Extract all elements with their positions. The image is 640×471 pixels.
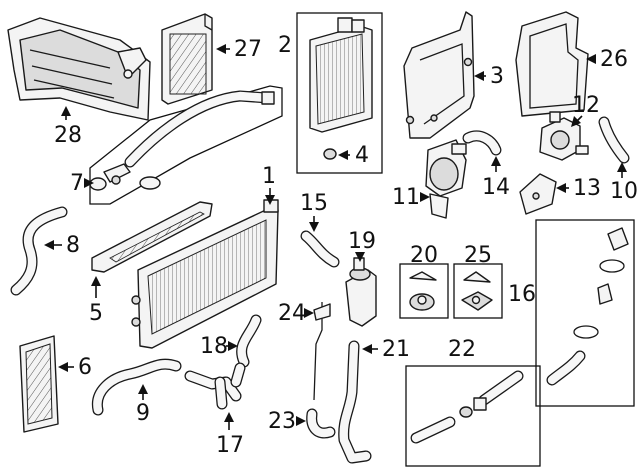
expansion-tank-part[interactable] (345, 257, 377, 327)
callout-28: 28 (54, 123, 82, 148)
callout-26: 26 (600, 47, 628, 72)
water-pump-part[interactable] (425, 139, 467, 219)
callout-19: 19 (348, 229, 376, 254)
reservoir-hose-part[interactable] (300, 230, 340, 268)
callout-23: 23 (268, 409, 296, 434)
small-pipe-part[interactable] (306, 408, 336, 439)
callout-24: 24 (278, 301, 306, 326)
callout-18: 18 (200, 334, 228, 359)
air-guide-part[interactable] (161, 13, 213, 105)
radiator-part[interactable] (131, 199, 279, 349)
callout-7: 7 (70, 171, 84, 196)
pipe-kit-group[interactable] (405, 365, 541, 467)
callout-4: 4 (355, 143, 369, 168)
callout-5: 5 (89, 301, 103, 326)
air-duct-part[interactable] (7, 17, 151, 121)
mount-20-group[interactable] (399, 263, 449, 319)
callout-21: 21 (382, 337, 410, 362)
callout-20: 20 (410, 243, 438, 268)
pump-hose-part[interactable] (462, 130, 502, 156)
grille-part[interactable] (19, 335, 59, 433)
aux-pump-part[interactable] (539, 111, 589, 161)
radiator-seal-part[interactable] (91, 201, 213, 273)
callout-25: 25 (464, 243, 492, 268)
small-hose-part[interactable] (598, 116, 630, 164)
callout-16: 16 (508, 282, 536, 307)
short-hose-part[interactable] (236, 314, 262, 368)
pump-bracket-part[interactable] (519, 173, 557, 215)
callout-10: 10 (610, 179, 638, 204)
callout-17: 17 (216, 433, 244, 458)
clamp-kit-group[interactable] (535, 219, 635, 407)
callout-3: 3 (490, 64, 504, 89)
callout-11: 11 (392, 185, 420, 210)
upper-hose-group[interactable] (89, 85, 283, 205)
coolant-hose-part[interactable] (91, 358, 182, 416)
callout-14: 14 (482, 175, 510, 200)
callout-6: 6 (78, 355, 92, 380)
callout-1: 1 (262, 164, 276, 189)
callout-22: 22 (448, 337, 476, 362)
callout-27: 27 (234, 37, 262, 62)
callout-13: 13 (573, 176, 601, 201)
heater-core-group[interactable] (296, 12, 383, 174)
callout-15: 15 (300, 191, 328, 216)
bleed-pipe-part[interactable] (313, 302, 331, 401)
callout-2: 2 (278, 33, 292, 58)
mount-25-group[interactable] (453, 263, 503, 319)
callout-12: 12 (572, 93, 600, 118)
radiator-hose-part[interactable] (10, 206, 68, 296)
cover-panel-part[interactable] (515, 11, 589, 117)
housing-bracket-part[interactable] (403, 11, 475, 139)
callout-8: 8 (66, 233, 80, 258)
pipe-assembly-part[interactable] (184, 362, 246, 410)
callout-9: 9 (136, 401, 150, 426)
tank-hose-part[interactable] (338, 340, 372, 464)
